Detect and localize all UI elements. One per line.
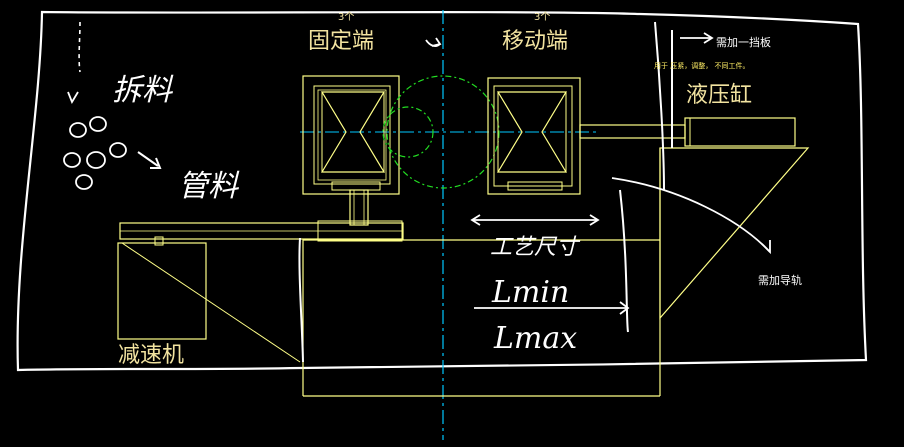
handwritten-lmin: Lmin bbox=[491, 275, 569, 310]
fixed-end-label: 固定端 bbox=[308, 29, 374, 54]
handwritten-tube: 管料 bbox=[178, 169, 240, 204]
main-base bbox=[302, 239, 660, 396]
reducer-label: 减速机 bbox=[118, 343, 184, 368]
fixed-end-frame bbox=[302, 75, 400, 195]
hydraulic-cylinder-body bbox=[684, 117, 796, 147]
reducer-box bbox=[117, 242, 207, 340]
workpiece-small-circle bbox=[382, 106, 434, 158]
process-dimension bbox=[470, 214, 630, 315]
fixed-end-count: 3个 bbox=[338, 11, 354, 23]
cylinder-support bbox=[659, 147, 810, 320]
material-pebbles bbox=[63, 116, 127, 190]
hydraulic-cylinder-label: 液压缸 bbox=[686, 83, 752, 108]
handwritten-process: 工艺尺寸 bbox=[490, 235, 581, 260]
moving-end-label: 移动端 bbox=[502, 29, 568, 54]
baffle-note: 需加一挡板 bbox=[716, 35, 771, 49]
workpiece-circle bbox=[386, 75, 500, 189]
fixed-end-support bbox=[349, 189, 369, 226]
moving-end-count: 3个 bbox=[534, 11, 550, 23]
guide-note: 需加导轨 bbox=[758, 273, 802, 287]
baffle-usage: 用于 压紧，调整， 不同工件。 bbox=[654, 61, 749, 70]
reducer-diagonal bbox=[121, 242, 301, 363]
hand-drawn-border bbox=[16, 10, 868, 372]
handwritten-unload: 拆料 bbox=[112, 73, 174, 108]
handwritten-lmax: Lmax bbox=[493, 321, 577, 356]
